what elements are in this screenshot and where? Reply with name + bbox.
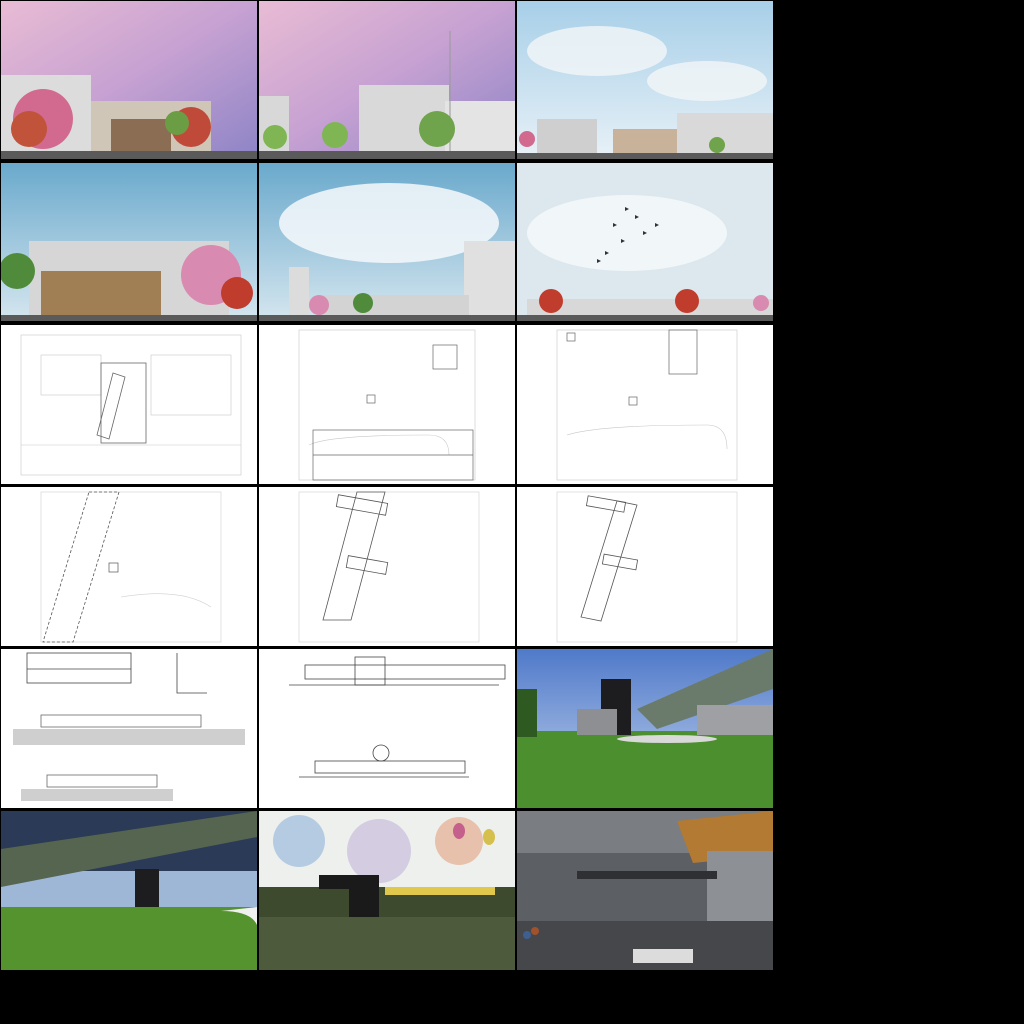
streetscape-elevation-image bbox=[517, 163, 773, 321]
site-plan-drawing bbox=[517, 487, 773, 646]
site-plan-drawing bbox=[517, 325, 773, 484]
image-tile[interactable] bbox=[259, 325, 515, 484]
image-tile[interactable] bbox=[1, 487, 257, 646]
image-tile[interactable] bbox=[517, 1, 773, 159]
image-tile[interactable] bbox=[1, 811, 257, 970]
site-plan-drawing bbox=[1, 325, 257, 484]
render-underpass-image bbox=[517, 811, 773, 970]
image-tile[interactable] bbox=[517, 163, 773, 321]
image-grid bbox=[1, 1, 773, 970]
site-plan-drawing bbox=[259, 325, 515, 484]
streetscape-elevation-image bbox=[517, 1, 773, 159]
image-tile[interactable] bbox=[517, 649, 773, 808]
render-lawn-canopy-image bbox=[517, 649, 773, 808]
image-tile[interactable] bbox=[259, 649, 515, 808]
streetscape-elevation-image bbox=[1, 1, 257, 159]
streetscape-elevation-image bbox=[1, 163, 257, 321]
render-canopy-underside-image bbox=[1, 811, 257, 970]
image-tile[interactable] bbox=[1, 649, 257, 808]
image-tile[interactable] bbox=[517, 325, 773, 484]
streetscape-elevation-image bbox=[259, 1, 515, 159]
image-tile[interactable] bbox=[1, 1, 257, 159]
site-plan-drawing bbox=[259, 487, 515, 646]
image-tile[interactable] bbox=[1, 325, 257, 484]
render-watercolor-night-image bbox=[259, 811, 515, 970]
streetscape-elevation-image bbox=[259, 163, 515, 321]
section-drawing bbox=[1, 649, 257, 808]
image-tile[interactable] bbox=[259, 487, 515, 646]
image-tile[interactable] bbox=[1, 163, 257, 321]
image-tile[interactable] bbox=[259, 163, 515, 321]
image-tile[interactable] bbox=[259, 811, 515, 970]
image-tile[interactable] bbox=[259, 1, 515, 159]
image-tile[interactable] bbox=[517, 811, 773, 970]
site-plan-drawing bbox=[1, 487, 257, 646]
section-drawing bbox=[259, 649, 515, 808]
image-tile[interactable] bbox=[517, 487, 773, 646]
